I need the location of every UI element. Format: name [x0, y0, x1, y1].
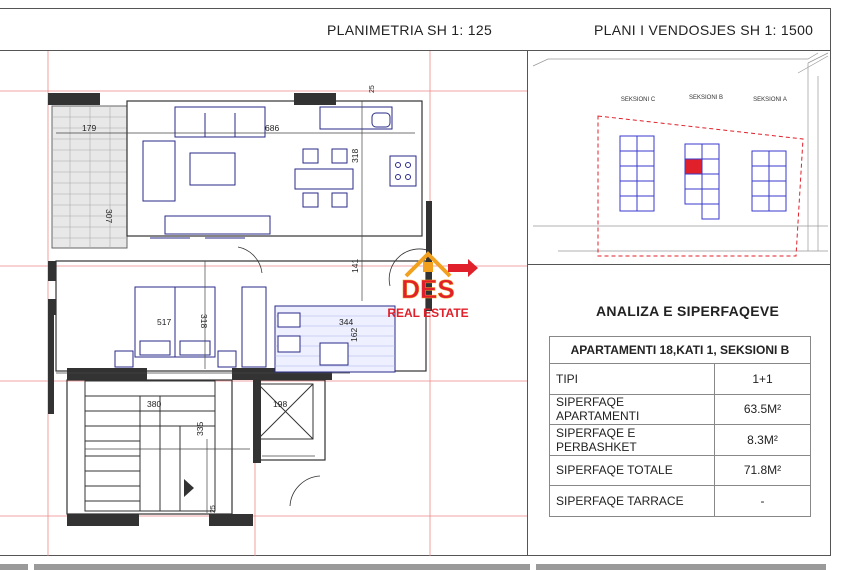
- terrace-brick: [51, 105, 128, 249]
- row-label: SIPERFAQE APARTAMENTI: [549, 393, 715, 425]
- plan-title: PLANIMETRIA SH 1: 125: [327, 22, 493, 38]
- dim-label: 141: [350, 259, 360, 273]
- dimension-lines: [56, 101, 415, 513]
- site-plan-title: PLANI I VENDOSJES SH 1: 1500: [594, 22, 814, 38]
- section-boundary: [597, 115, 804, 257]
- site-boundary-lines: [532, 52, 829, 252]
- edge-segment: [536, 564, 826, 570]
- site-plan: SEKSIONI C SEKSIONI B SEKSIONI A: [532, 52, 829, 257]
- dim-label: 380: [147, 399, 161, 409]
- row-label: SIPERFAQE TARRACE: [549, 485, 715, 517]
- wall-outlines: [55, 100, 427, 515]
- row-value: 71.8M²: [714, 454, 811, 486]
- bedroom-furniture: [114, 286, 267, 368]
- dim-label: 318: [199, 314, 209, 328]
- selected-apartment-marker: [684, 158, 703, 175]
- building-a: [751, 150, 787, 212]
- row-value: 1+1: [714, 363, 811, 395]
- table-row: SIPERFAQE APARTAMENTI 63.5M²: [549, 393, 811, 425]
- row-value: 63.5M²: [714, 393, 811, 425]
- building-c: [619, 135, 655, 212]
- row-label: TIPI: [549, 363, 715, 395]
- logo-mark: DES: [401, 274, 454, 304]
- dimension-labels: 179 307 686 318 141 318 517 344 162 380 …: [82, 85, 376, 513]
- section-label: SEKSIONI A: [753, 97, 787, 103]
- dim-label: 25: [210, 505, 217, 513]
- dim-label: 198: [273, 399, 287, 409]
- bottom-edge-strip: [0, 562, 850, 570]
- dim-label: 162: [349, 328, 359, 342]
- staircase: [84, 380, 216, 512]
- dim-label: 179: [82, 123, 96, 133]
- floor-plan: 179 307 686 318 141 318 517 344 162 380 …: [0, 51, 527, 556]
- elevator-shaft: [257, 383, 314, 440]
- dim-label: 25: [369, 85, 376, 93]
- living-room-furniture: [142, 106, 417, 235]
- panel-divider-horizontal: [527, 264, 831, 265]
- sheet-frame: [0, 8, 831, 556]
- section-label: SEKSIONI B: [689, 95, 723, 101]
- dim-label: 307: [104, 209, 114, 223]
- des-real-estate-logo: DES REAL ESTATE: [387, 251, 478, 320]
- section-label: SEKSIONI C: [621, 97, 656, 103]
- table-row: SIPERFAQE E PERBASHKET 8.3M²: [549, 424, 811, 456]
- dim-label: 344: [339, 317, 353, 327]
- dim-label: 318: [350, 149, 360, 163]
- section-labels: SEKSIONI C SEKSIONI B SEKSIONI A: [621, 95, 787, 103]
- apartment-label: APARTAMENTI 18,KATI 1, SEKSIONI B: [549, 336, 811, 364]
- table-row: TIPI 1+1: [549, 363, 811, 395]
- door-swings: [237, 246, 431, 507]
- dim-label: 686: [265, 123, 279, 133]
- bathroom: [274, 305, 396, 373]
- analysis-title: ANALIZA E SIPERFAQEVE: [596, 303, 780, 319]
- area-analysis-table: APARTAMENTI 18,KATI 1, SEKSIONI B TIPI 1…: [549, 336, 811, 517]
- panel-divider-vertical: [527, 51, 528, 556]
- building-b: [684, 143, 720, 220]
- table-header-row: APARTAMENTI 18,KATI 1, SEKSIONI B: [549, 336, 811, 364]
- dim-label: 335: [195, 422, 205, 436]
- edge-segment: [34, 564, 530, 570]
- row-label: SIPERFAQE TOTALE: [549, 454, 715, 486]
- logo-subtitle: REAL ESTATE: [387, 306, 468, 320]
- edge-segment: [0, 564, 28, 570]
- row-value: -: [714, 485, 811, 517]
- row-label: SIPERFAQE E PERBASHKET: [549, 424, 715, 456]
- dim-label: 517: [157, 317, 171, 327]
- header-divider: [0, 50, 831, 51]
- table-row: SIPERFAQE TARRACE -: [549, 485, 811, 517]
- row-value: 8.3M²: [714, 424, 811, 456]
- stair-arrow-icon: [184, 479, 194, 497]
- table-row: SIPERFAQE TOTALE 71.8M²: [549, 454, 811, 486]
